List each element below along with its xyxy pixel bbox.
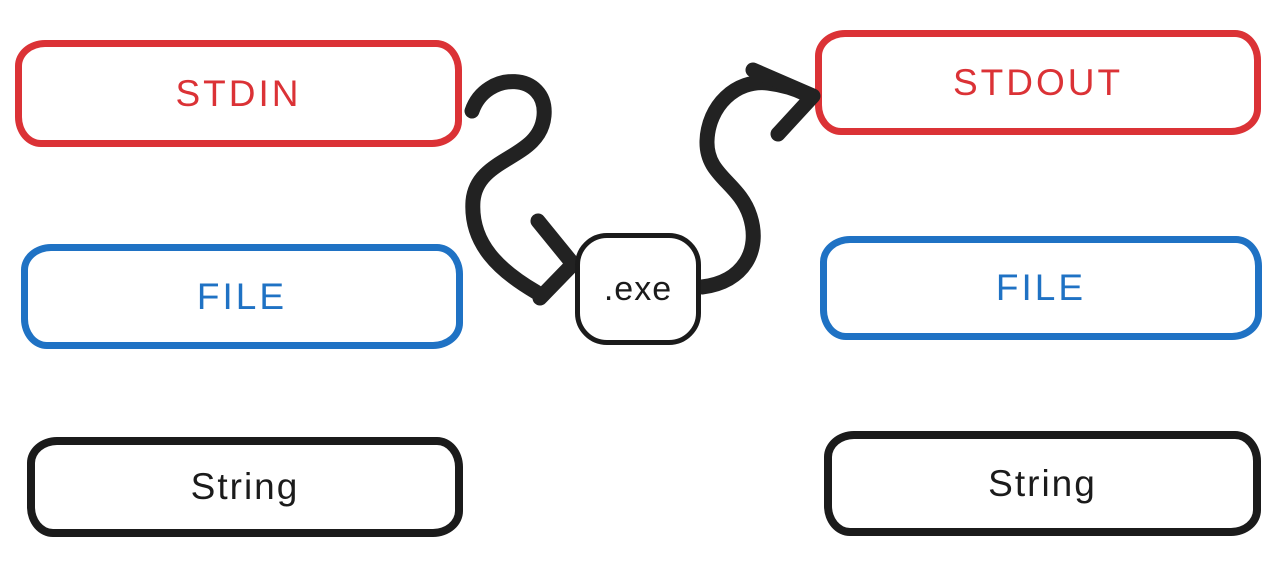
exe-node: .exe [575, 233, 701, 345]
file-output-label: FILE [995, 267, 1087, 308]
stdin-to-exe-arrow [464, 74, 581, 306]
string-input-node: String [27, 437, 463, 537]
string-input-label: String [190, 466, 300, 507]
arrowhead [530, 213, 581, 306]
arrowhead [745, 62, 821, 142]
stdout-node: STDOUT [815, 30, 1261, 135]
stdin-node: STDIN [15, 40, 462, 147]
stdin-label: STDIN [175, 72, 302, 114]
string-output-label: String [988, 462, 1097, 504]
stdout-label: STDOUT [952, 61, 1124, 103]
file-input-node: FILE [21, 244, 463, 349]
string-output-node: String [824, 431, 1261, 536]
file-output-node: FILE [820, 236, 1262, 340]
exe-label: .exe [603, 269, 673, 308]
file-input-label: FILE [196, 275, 288, 317]
exe-to-stdout-arrow [694, 62, 821, 295]
